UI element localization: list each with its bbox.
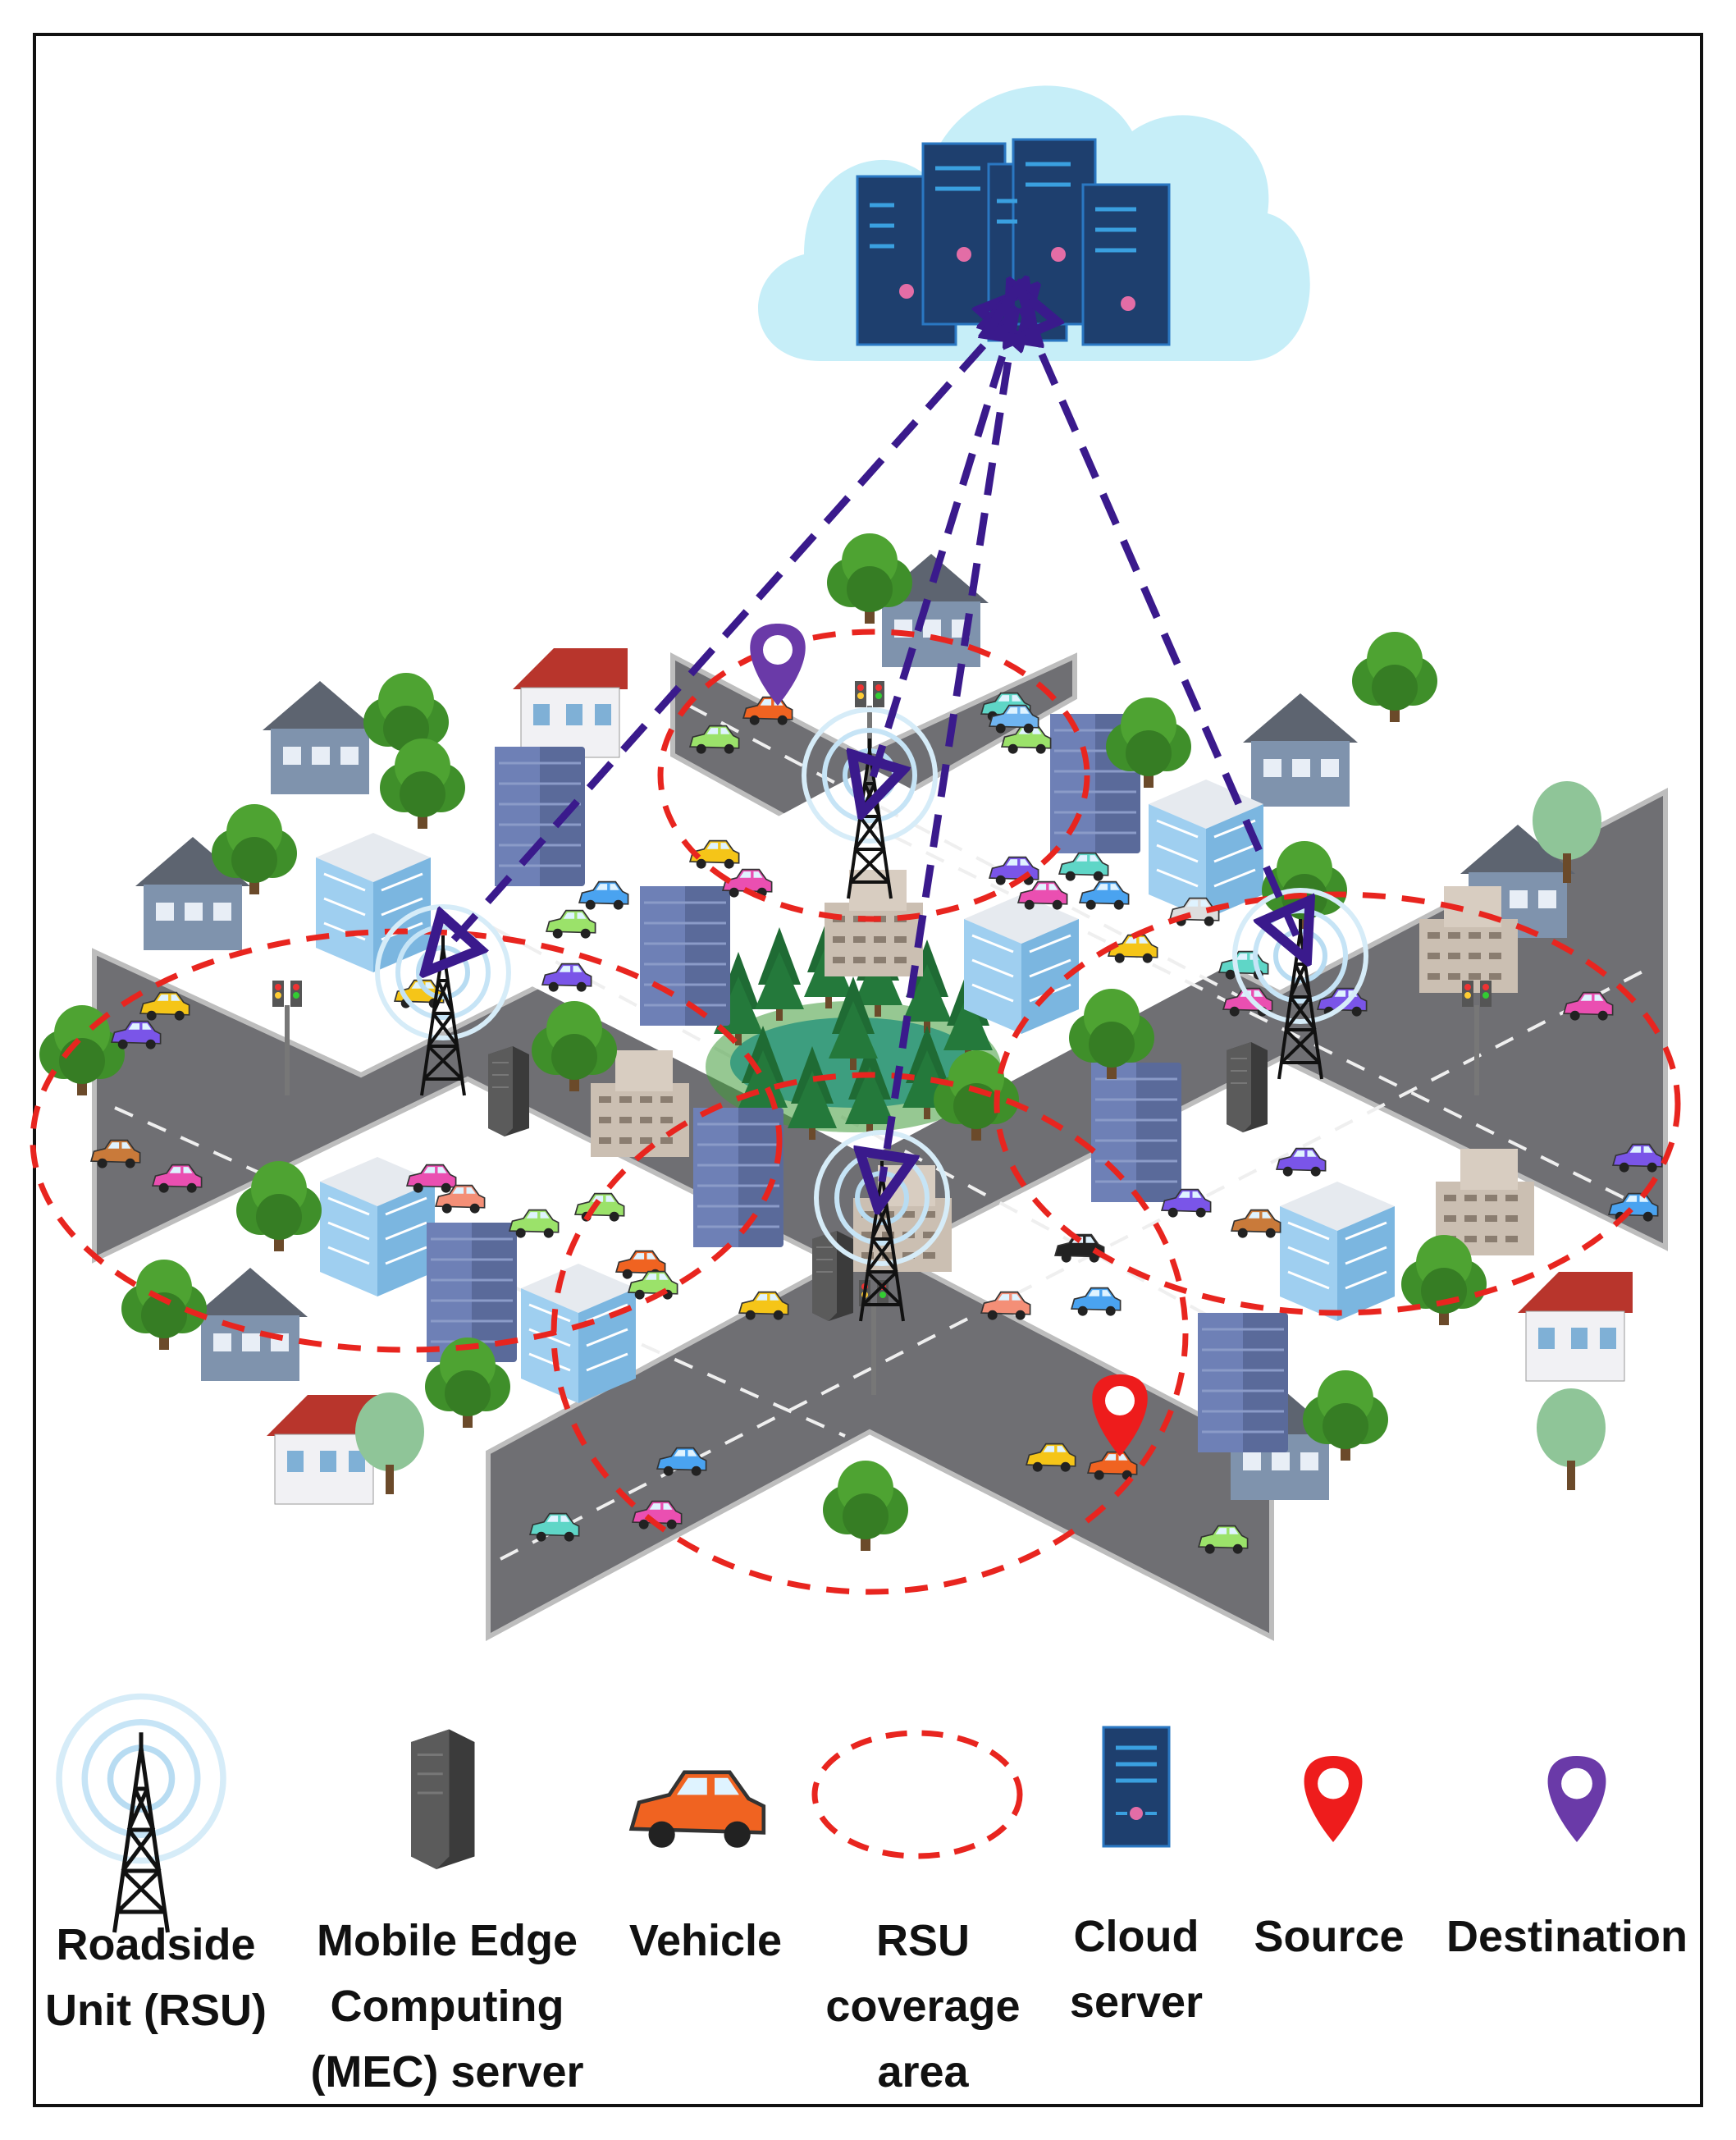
diagram-frame [33, 33, 1703, 2107]
coverage-ellipse-icon [811, 1730, 1023, 1859]
legend-label-cloud: Cloud server [1069, 1912, 1204, 2027]
rsu-tower-icon [59, 1697, 223, 1933]
vehicle-scene-34 [1231, 1209, 1281, 1239]
vehicle-scene-24 [1058, 852, 1109, 882]
vehicle-scene-36 [1071, 1287, 1122, 1317]
cloud-server [758, 85, 1310, 362]
source-pin-icon [1304, 1756, 1363, 1842]
vehicle-scene-18 [574, 1192, 625, 1223]
coverage-area-west [30, 928, 783, 1353]
legend-label-coverage: RSU coverage area [825, 1916, 1021, 2097]
destination-pin-scene [750, 624, 806, 706]
vehicle-icon [632, 1772, 764, 1848]
vehicle-scene-7 [578, 880, 629, 911]
legend-label-vehicle: Vehicle [628, 1916, 783, 1965]
legend-label-destination: Destination [1446, 1912, 1688, 1961]
vehicle-scene-32 [1276, 1147, 1327, 1177]
rsu-cloud-links [443, 308, 1296, 1182]
vehicle-scene-17 [509, 1209, 560, 1239]
legend-label-source: Source [1254, 1912, 1405, 1961]
destination-pin-icon [1547, 1756, 1606, 1842]
legend-label-rsu: Roadside Unit (RSU) [45, 1920, 267, 2035]
legend-label-mec: Mobile Edge Computing (MEC) server [310, 1916, 584, 2097]
mec-server-icon [409, 1727, 477, 1871]
cloud-server-icon [1102, 1726, 1171, 1848]
